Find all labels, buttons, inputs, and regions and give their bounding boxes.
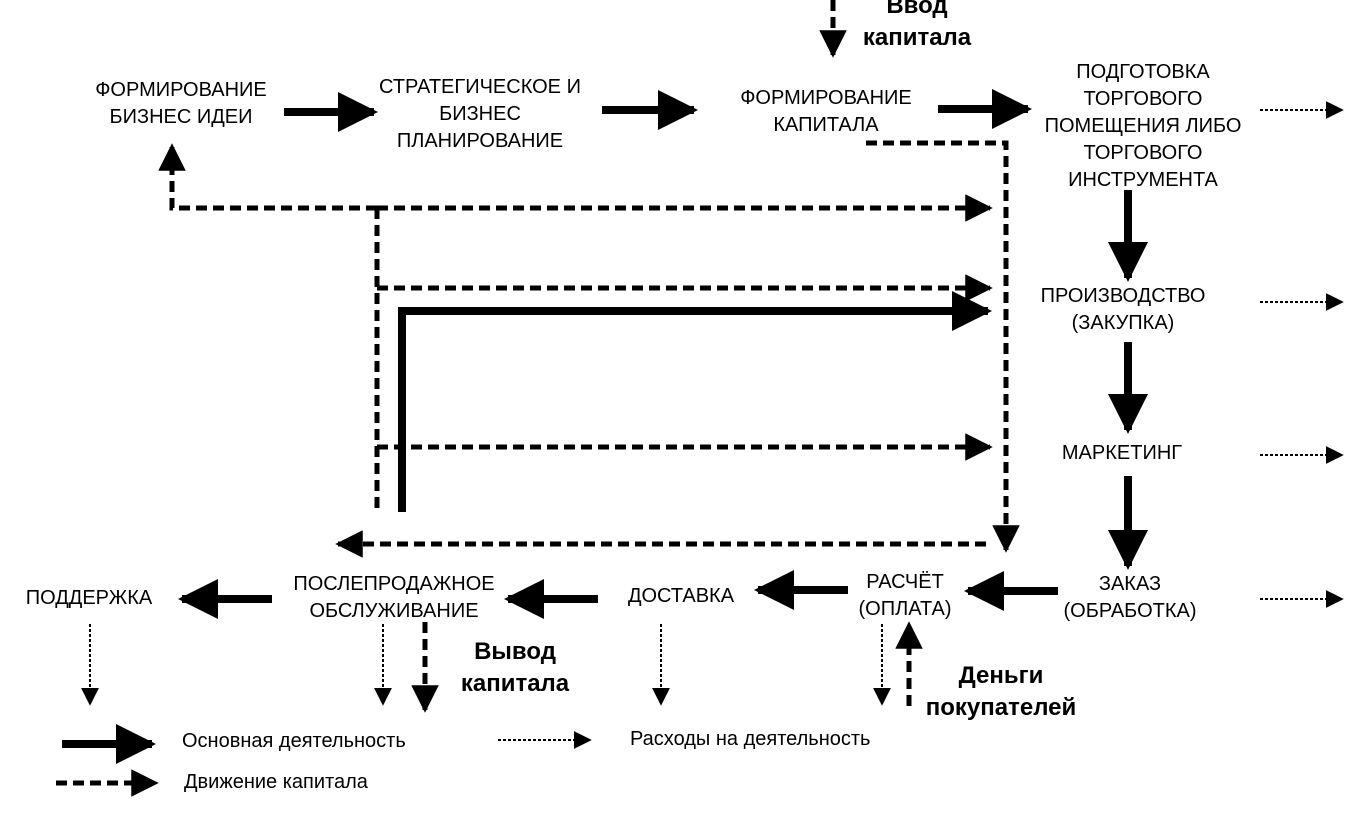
label-capital-input: Ввод капитала	[862, 0, 972, 51]
legend-capital-movement: Движение капитала	[184, 771, 368, 793]
node-support: ПОДДЕРЖКА	[25, 587, 153, 609]
node-strategic-planning: СТРАТЕГИЧЕСКОЕ И БИЗНЕС ПЛАНИРОВАНИЕ	[379, 76, 581, 152]
legend-main-activity: Основная деятельность	[182, 730, 406, 752]
legend-symbols	[56, 724, 592, 797]
arrow-to-business-idea	[158, 143, 377, 211]
node-premises-preparation: ПОДГОТОВКА ТОРГОВОГО ПОМЕЩЕНИЯ ЛИБО ТОРГ…	[1044, 61, 1242, 191]
arrow-capital-to-distribution	[866, 140, 1020, 553]
node-order: ЗАКАЗ (ОБРАБОТКА)	[1063, 573, 1197, 622]
node-payment: РАСЧЁТ (ОПЛАТА)	[858, 571, 952, 620]
node-production: ПРОИЗВОДСТВО (ЗАКУПКА)	[1040, 285, 1206, 334]
node-after-sales: ПОСЛЕПРОДАЖНОЕ ОБСЛУЖИВАНИЕ	[293, 573, 495, 622]
node-capital-formation: ФОРМИРОВАНИЕ КАПИТАЛА	[740, 87, 912, 136]
node-marketing: МАРКЕТИНГ	[1061, 442, 1183, 464]
label-customer-money: Деньги покупателей	[925, 662, 1077, 721]
legend-activity-expenses: Расходы на деятельность	[630, 728, 871, 750]
capital-movement-arrows	[158, 0, 1020, 713]
node-delivery: ДОСТАВКА	[627, 585, 735, 607]
node-business-idea: ФОРМИРОВАНИЕ БИЗНЕС ИДЕИ	[95, 79, 267, 128]
main-activity-arrows	[178, 89, 1148, 619]
expense-arrows	[81, 101, 1344, 706]
arrow-reinvestment-to-production	[398, 291, 992, 512]
label-capital-withdrawal: Вывод капитала	[460, 638, 570, 697]
